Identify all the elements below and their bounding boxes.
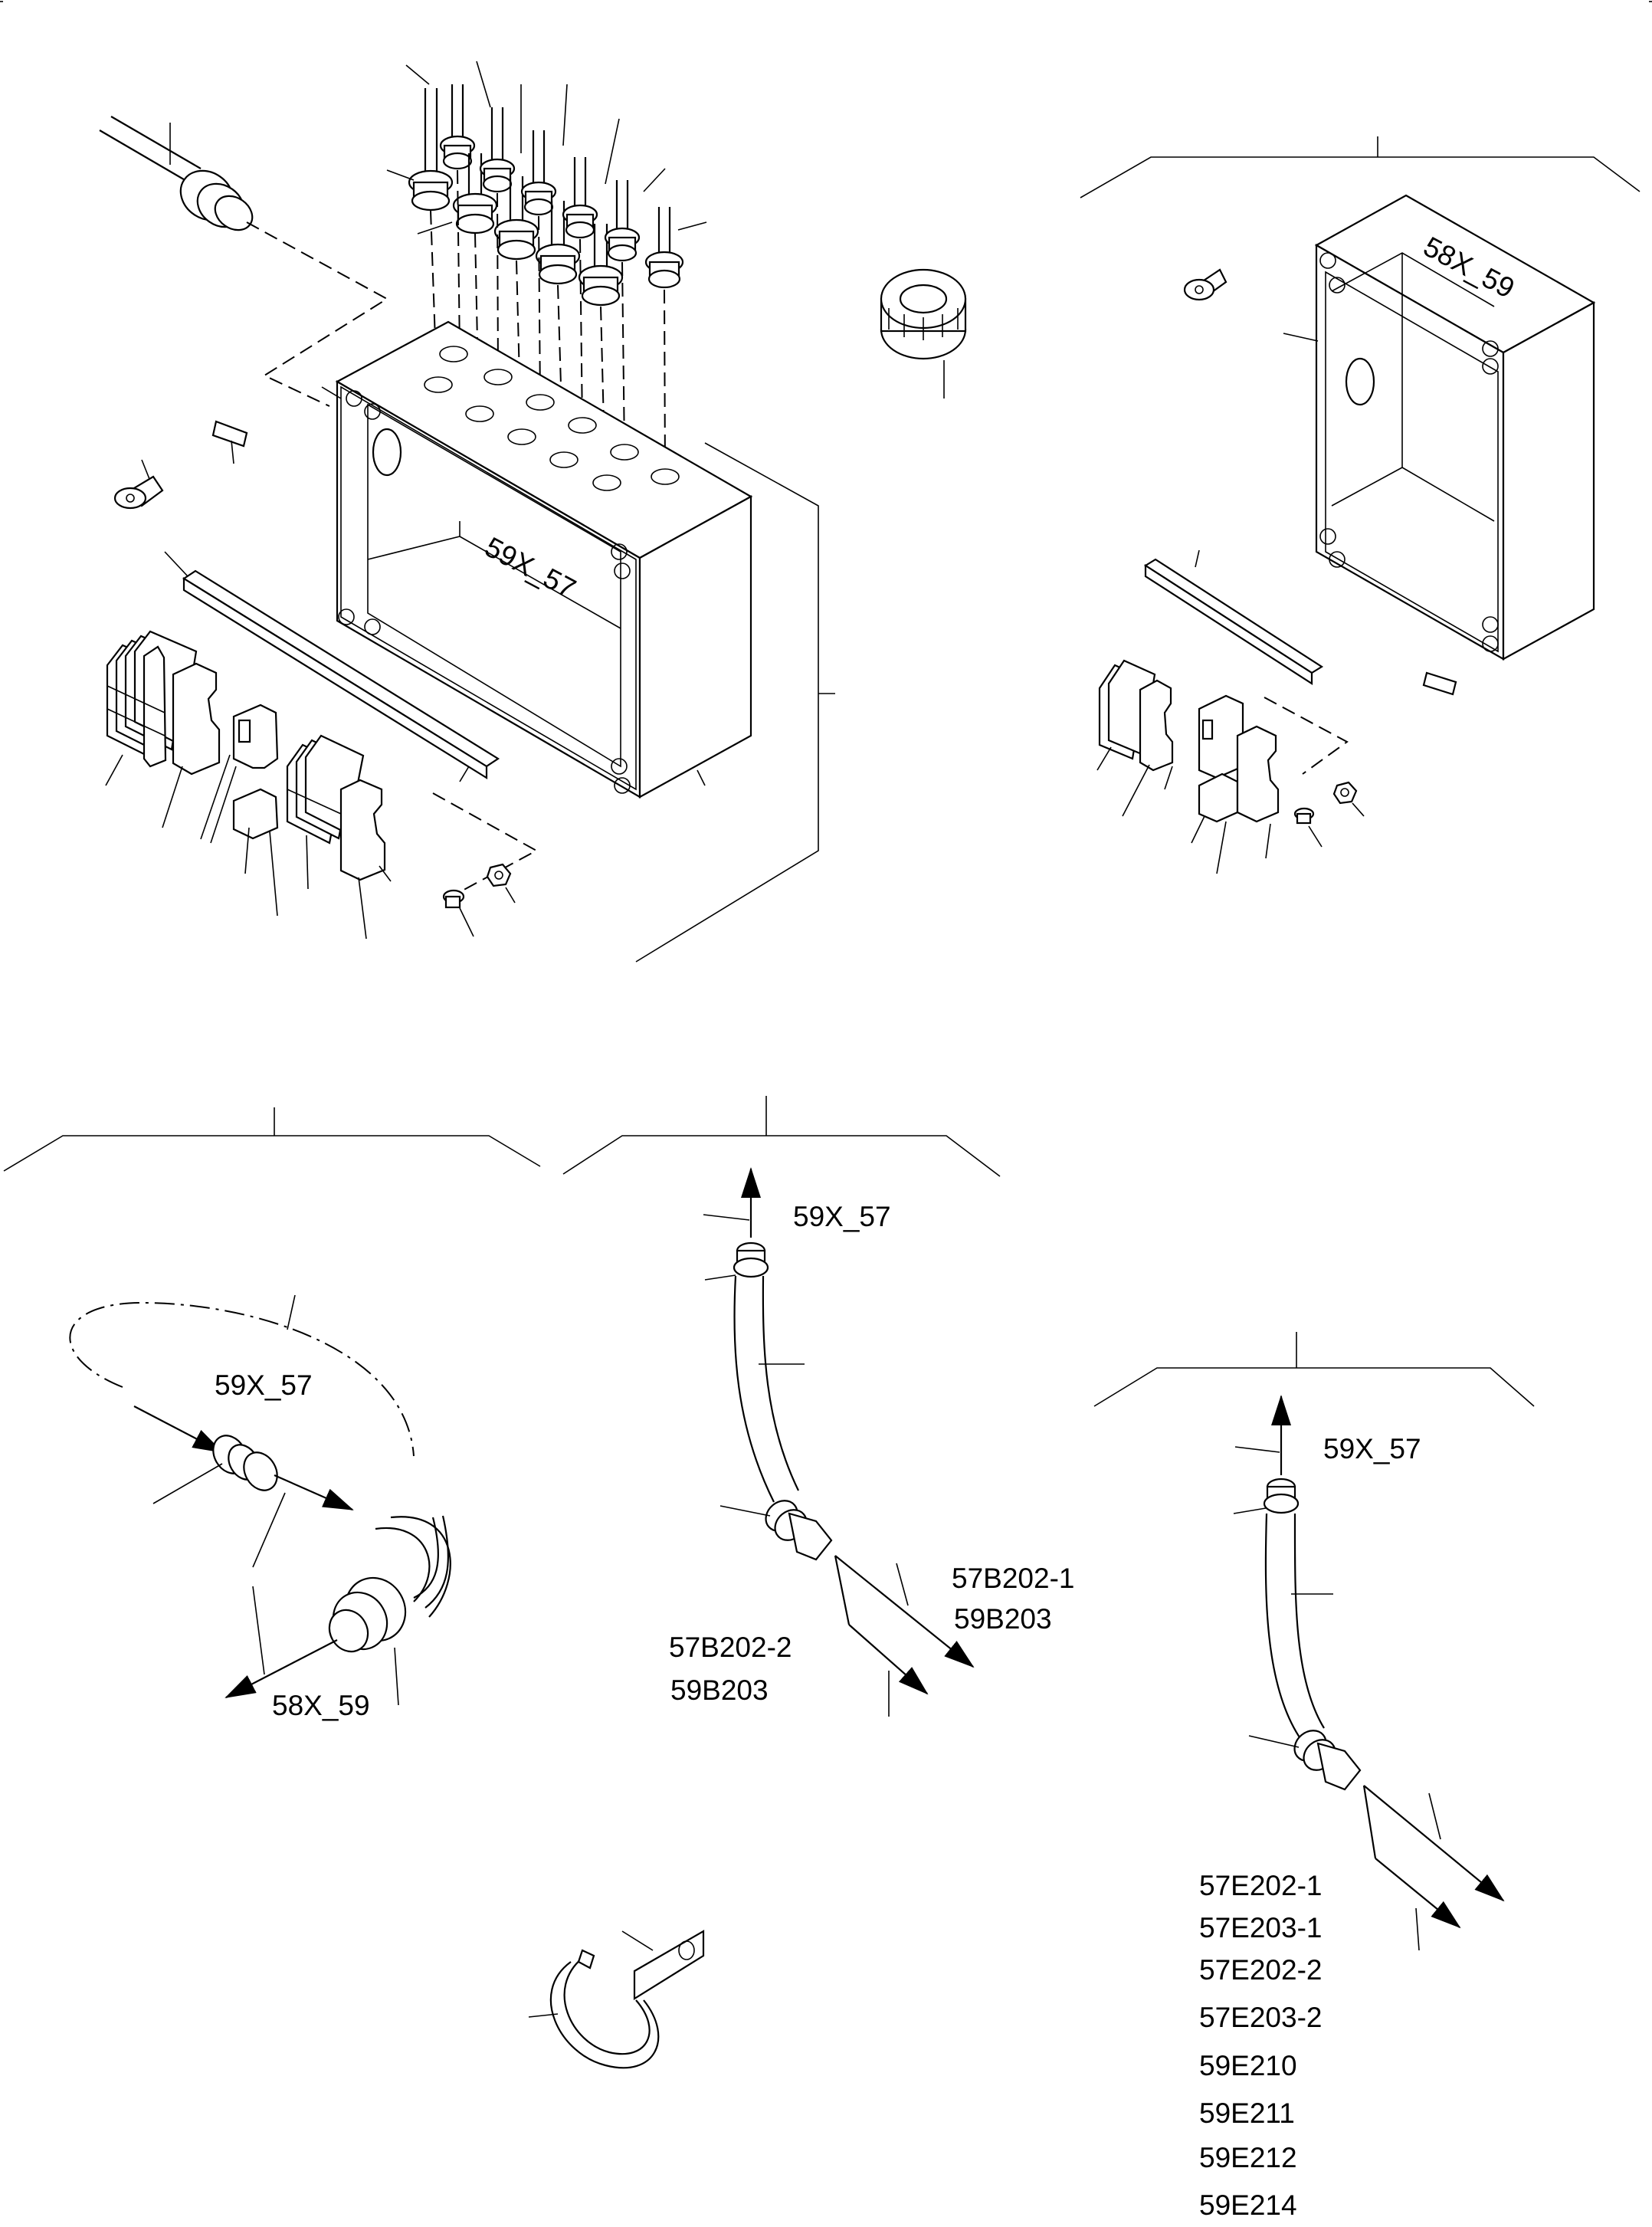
harness-left: 59X_57 58X_59 — [3, 1107, 541, 1721]
harness-right-label-6: 59E211 — [1199, 2097, 1295, 2129]
harness-middle-label-top: 59X_57 — [793, 1201, 891, 1232]
harness-middle-label-right-2: 59B203 — [954, 1603, 1052, 1635]
cable-gland-icon — [479, 107, 516, 193]
harness-left-label-top: 59X_57 — [215, 1369, 313, 1401]
grommet-icon — [880, 268, 967, 398]
cable-gland-icon — [562, 157, 598, 239]
nut-icon — [1332, 781, 1365, 817]
cable-tie-icon — [528, 1930, 705, 2069]
harness-right-label-8: 59E214 — [1199, 2189, 1297, 2221]
cable-gland-icon — [408, 88, 454, 212]
cable-gland-icon — [535, 201, 581, 285]
cable-gland-icon — [99, 116, 254, 231]
terminal-block-stack-1 — [106, 630, 198, 768]
screw-icon — [1293, 807, 1323, 848]
din-rail-icon — [164, 551, 500, 782]
connector-icon — [328, 1576, 407, 1653]
harness-right-label-2: 57E203-1 — [1199, 1912, 1322, 1943]
enclosure-59x57: 59X_57 — [321, 320, 753, 799]
ring-terminal-icon — [1183, 268, 1228, 301]
harness-middle-label-left-2: 59B203 — [670, 1674, 769, 1706]
harness-left-label-bottom: 58X_59 — [272, 1690, 370, 1721]
cable-gland-icon — [604, 180, 641, 262]
label-tag-icon — [1422, 671, 1457, 696]
harness-right-labels: 57E202-1 57E203-1 57E202-2 57E203-2 59E2… — [1199, 1870, 1322, 2221]
end-plate-1 — [172, 662, 221, 776]
ring-terminal-icon — [113, 459, 164, 510]
harness-right-label-4: 57E203-2 — [1199, 2002, 1322, 2033]
harness-right: 59X_57 57E202-1 57E203-1 57E202-2 57E203… — [1093, 1332, 1535, 2221]
secondary-junction-box-assembly: 58X_59 — [1080, 136, 1641, 874]
harness-middle-label-left-1: 57B202-2 — [669, 1632, 792, 1663]
harness-right-label-7: 59E212 — [1199, 2142, 1297, 2173]
terminal-block-stack-2 — [286, 734, 365, 845]
cable-gland-icon — [493, 176, 539, 261]
harness-middle: 59X_57 57B202-1 59B203 57B202-2 59B203 — [562, 1096, 1074, 1717]
harness-right-label-top: 59X_57 — [1323, 1433, 1421, 1464]
cable-glands-group — [386, 61, 707, 307]
harness-right-label-1: 57E202-1 — [1199, 1870, 1322, 1901]
harness-middle-label-right-1: 57B202-1 — [952, 1563, 1074, 1594]
enclosure-58x59: 58X_59 — [1283, 194, 1596, 661]
connector-icon — [1293, 1730, 1362, 1791]
connector-icon — [765, 1500, 833, 1561]
harness-right-label-5: 59E210 — [1199, 2050, 1297, 2081]
cable-gland-icon — [520, 130, 557, 216]
nut-icon — [486, 863, 516, 904]
screw-icon — [442, 889, 474, 937]
main-junction-box-assembly: 59X_57 — [99, 61, 835, 963]
connector-icon — [1263, 1478, 1300, 1514]
connector-icon — [212, 1435, 278, 1491]
end-plate-2 — [339, 779, 386, 881]
cable-gland-icon — [578, 224, 624, 307]
terminal-block-icon — [105, 630, 392, 940]
cable-gland-icon — [644, 207, 684, 289]
label-tag-icon — [211, 420, 248, 464]
end-stop-1 — [232, 704, 279, 840]
din-rail-icon — [1143, 549, 1324, 686]
terminal-block-icon — [1096, 659, 1280, 874]
cable-gland-icon — [439, 84, 476, 170]
connector-icon — [733, 1241, 769, 1278]
harness-right-label-3: 57E202-2 — [1199, 1954, 1322, 1986]
